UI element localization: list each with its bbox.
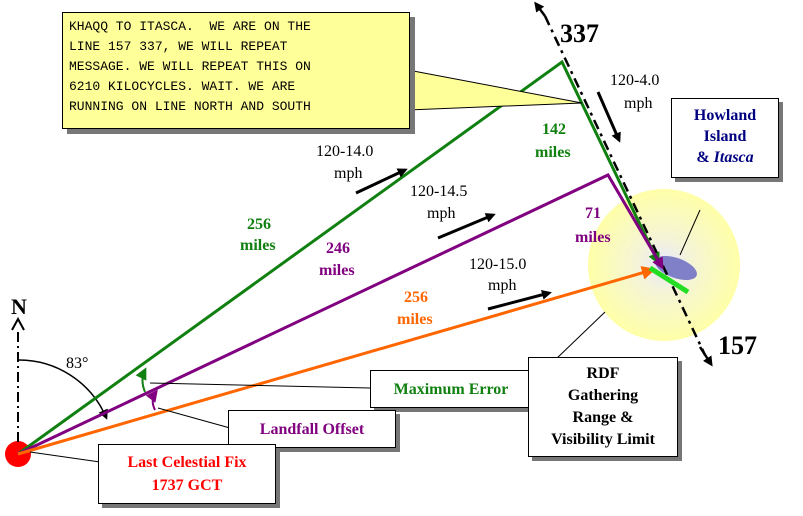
purple-long-value: 246 [326, 240, 350, 257]
wind-4-unit: mph [624, 95, 652, 112]
north-label: N [11, 294, 27, 319]
wind-1-value: 120-14.0 [316, 143, 373, 160]
message-pointer [407, 69, 583, 111]
landfall-leader [157, 407, 231, 429]
rdf-line-1: RDF [586, 365, 620, 382]
rdf-line-3: Range & [572, 409, 634, 426]
wind-2-value: 120-14.5 [410, 183, 467, 200]
last-celestial-fix-box: Last Celestial Fix 1737 GCT [98, 444, 276, 504]
angle-label: 83° [66, 355, 88, 372]
green-short-unit: miles [535, 144, 571, 161]
howland-line-3: & Itasca [696, 149, 754, 166]
howland-line-2: Island [703, 128, 747, 145]
wind-arrow-2 [437, 213, 496, 240]
green-short-value: 142 [542, 121, 566, 138]
bearing-157-label: 157 [718, 331, 757, 360]
orange-unit: miles [397, 311, 433, 328]
wind-arrow-1 [355, 168, 408, 195]
radio-message-callout: KHAQQ TO ITASCA. WE ARE ON THE LINE 157 … [62, 12, 410, 129]
rdf-line-4: Visibility Limit [551, 431, 655, 448]
max-error-arc [135, 367, 147, 393]
fix-leader [29, 451, 101, 463]
purple-short-unit: miles [575, 229, 611, 246]
purple-short-value: 71 [585, 205, 601, 222]
purple-long-unit: miles [319, 262, 355, 279]
howland-itasca-box: Howland Island & Itasca [671, 98, 779, 178]
island-green-arrow [648, 265, 690, 295]
north-arrowhead [11, 316, 25, 331]
fix-line-1: Last Celestial Fix [127, 454, 247, 471]
maxerr-leader [149, 382, 371, 389]
wind-4-value: 120-4.0 [610, 72, 659, 89]
landfall-offset-label: Landfall Offset [228, 410, 396, 448]
orange-route [17, 266, 656, 456]
bearing-337-label: 337 [560, 19, 599, 48]
rdf-range-box: RDF Gathering Range & Visibility Limit [528, 357, 678, 457]
orange-value: 256 [404, 289, 428, 306]
arrow-157 [698, 346, 713, 367]
green-long-value: 256 [247, 216, 271, 233]
landfall-arc [145, 389, 158, 411]
line-of-position [543, 15, 707, 356]
wind-3-unit: mph [488, 277, 516, 294]
wind-arrow-4 [596, 91, 621, 143]
fix-line-2: 1737 GCT [151, 477, 223, 494]
arrow-337 [534, 1, 546, 17]
howland-line-1: Howland [693, 107, 757, 124]
rdf-line-2: Gathering [567, 387, 639, 404]
wind-3-value: 120-15.0 [469, 256, 526, 273]
purple-route [17, 173, 664, 456]
wind-arrow-3 [487, 289, 552, 311]
green-long-unit: miles [240, 237, 276, 254]
angle-arc [17, 359, 108, 420]
howland-leader [679, 209, 701, 256]
wind-1-unit: mph [334, 165, 362, 182]
green-route [17, 59, 660, 456]
rdf-leader [554, 311, 606, 361]
maximum-error-label: Maximum Error [370, 370, 532, 408]
wind-2-unit: mph [427, 205, 455, 222]
